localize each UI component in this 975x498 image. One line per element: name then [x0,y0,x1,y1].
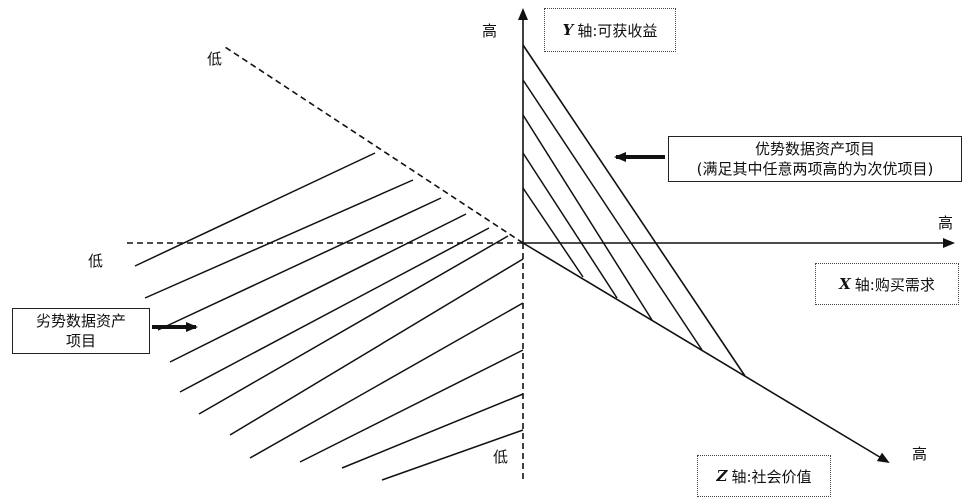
disadvantage-hatching [134,152,524,481]
disadvantage-callout-line2: 项目 [65,332,96,350]
disadvantage-callout-line1: 劣势数据资产 [35,312,126,330]
z-axis-letter: Z [716,467,728,485]
advantage-hatch-line [522,114,653,321]
disadvantage-hatch-line [249,302,524,459]
y-axis-letter: Y [562,21,574,39]
y-axis-title-box: Y 轴:可获收益 [544,8,676,52]
disadvantage-callout-box: 劣势数据资产 项目 [12,308,150,354]
y-axis-high-label: 高 [482,22,498,40]
advantage-hatch-line [522,79,703,351]
advantage-callout-line1: 优势数据资产项目 [754,140,875,158]
x-axis-letter: X [839,275,851,293]
y-axis-title: 轴:可获收益 [577,21,658,40]
advantage-callout-box: 优势数据资产项目 (满足其中任意两项高的为次优项目) [668,136,962,182]
x-axis-high-label: 高 [938,214,954,232]
advantage-callout-line2: (满足其中任意两项高的为次优项目) [696,160,934,178]
x-axis-low-label: 低 [88,252,104,270]
disadvantage-hatch-line [229,258,524,436]
y-axis-low-label: 低 [493,448,509,466]
advantage-hatch-line [522,187,584,278]
z-axis-high-label: 高 [912,445,928,463]
disadvantage-hatch-line [179,227,490,393]
disadvantage-hatch-line [169,213,467,363]
disadvantage-hatch-line [198,235,509,415]
z-axis-title: 轴:社会价值 [731,467,812,486]
x-axis-title-box: X 轴:购买需求 [815,263,959,305]
advantage-hatching [522,79,703,351]
x-axis-title: 轴:购买需求 [854,275,935,294]
disadvantage-hatch-line [381,429,524,481]
z-axis-negative [224,46,524,244]
z-axis [522,242,890,464]
disadvantage-hatch-line [134,152,376,267]
disadvantage-hatch-line [299,349,524,463]
z-axis-low-label: 低 [207,50,223,68]
disadvantage-hatch-line [157,197,442,331]
disadvantage-hatch-line [341,393,524,469]
z-axis-title-box: Z 轴:社会价值 [697,455,831,497]
disadvantage-hatch-line [144,179,414,299]
advantage-region-edge [522,44,746,377]
advantage-hatch-line [522,152,618,299]
